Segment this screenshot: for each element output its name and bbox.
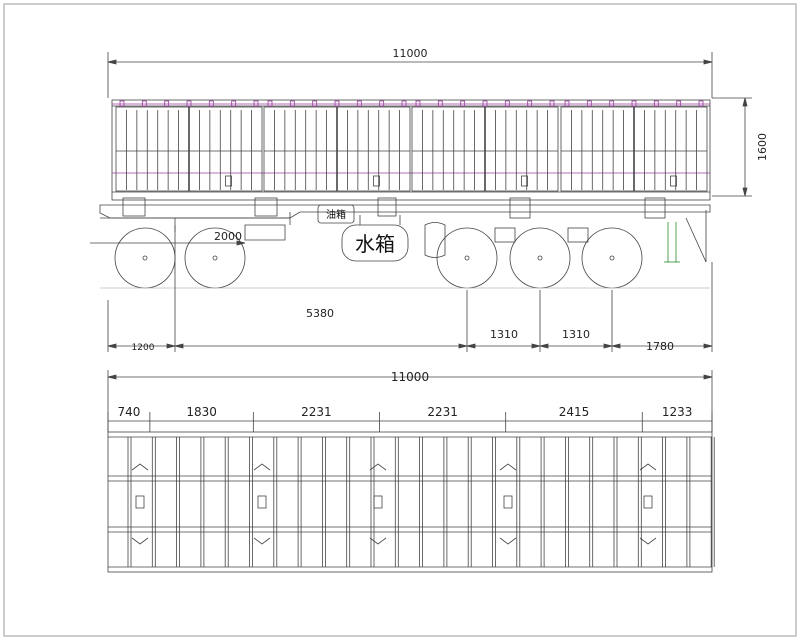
fuel-tank — [317, 204, 355, 224]
side-panel — [263, 100, 411, 192]
axle-marker — [131, 463, 149, 545]
label-height: 1600 — [756, 133, 769, 161]
water-tank — [341, 224, 409, 262]
segment-label: 740 — [117, 405, 140, 419]
cargo-body — [111, 99, 711, 201]
top-view — [107, 370, 715, 573]
axle-marker — [639, 463, 657, 545]
top-label-overall-length: 11000 — [391, 370, 429, 384]
landing-gear — [664, 222, 680, 263]
rear-wheel-1 — [436, 227, 498, 289]
fuel-tank-label: 油箱 — [326, 208, 346, 221]
side-panel — [115, 100, 263, 192]
crossmembers — [127, 437, 715, 567]
label-axle-spacing-2: 1310 — [562, 328, 590, 341]
rear-wheel-3 — [581, 227, 643, 289]
side-panels — [115, 100, 708, 192]
axle-marker — [499, 463, 517, 545]
label-axle-spacing-1: 1310 — [490, 328, 518, 341]
axle-marker — [369, 463, 387, 545]
label-front-overhang: 1200 — [132, 343, 155, 353]
rear-wheel-2 — [509, 227, 571, 289]
label-overall-length: 11000 — [393, 47, 428, 60]
side-panel — [411, 100, 559, 192]
front-wheel-1 — [114, 227, 176, 289]
label-rear-overhang: 1780 — [646, 340, 674, 353]
segment-labels: 740 1830 2231 2231 2415 1233 — [117, 405, 692, 419]
trailer-bed — [107, 431, 713, 573]
label-kingpin-offset: 2000 — [214, 230, 242, 243]
side-view — [90, 52, 752, 352]
drawing-border — [3, 3, 797, 637]
water-tank-label: 水箱 — [355, 232, 395, 256]
side-panel — [560, 100, 708, 192]
segment-label: 1233 — [662, 405, 693, 419]
segment-label: 2231 — [301, 405, 332, 419]
segment-label: 2415 — [559, 405, 590, 419]
label-wheelbase: 5380 — [306, 307, 334, 320]
segment-label: 2231 — [427, 405, 458, 419]
chassis-frame — [99, 204, 711, 219]
segment-label: 1830 — [186, 405, 217, 419]
axle-markers — [131, 463, 657, 545]
axle-marker — [253, 463, 271, 545]
